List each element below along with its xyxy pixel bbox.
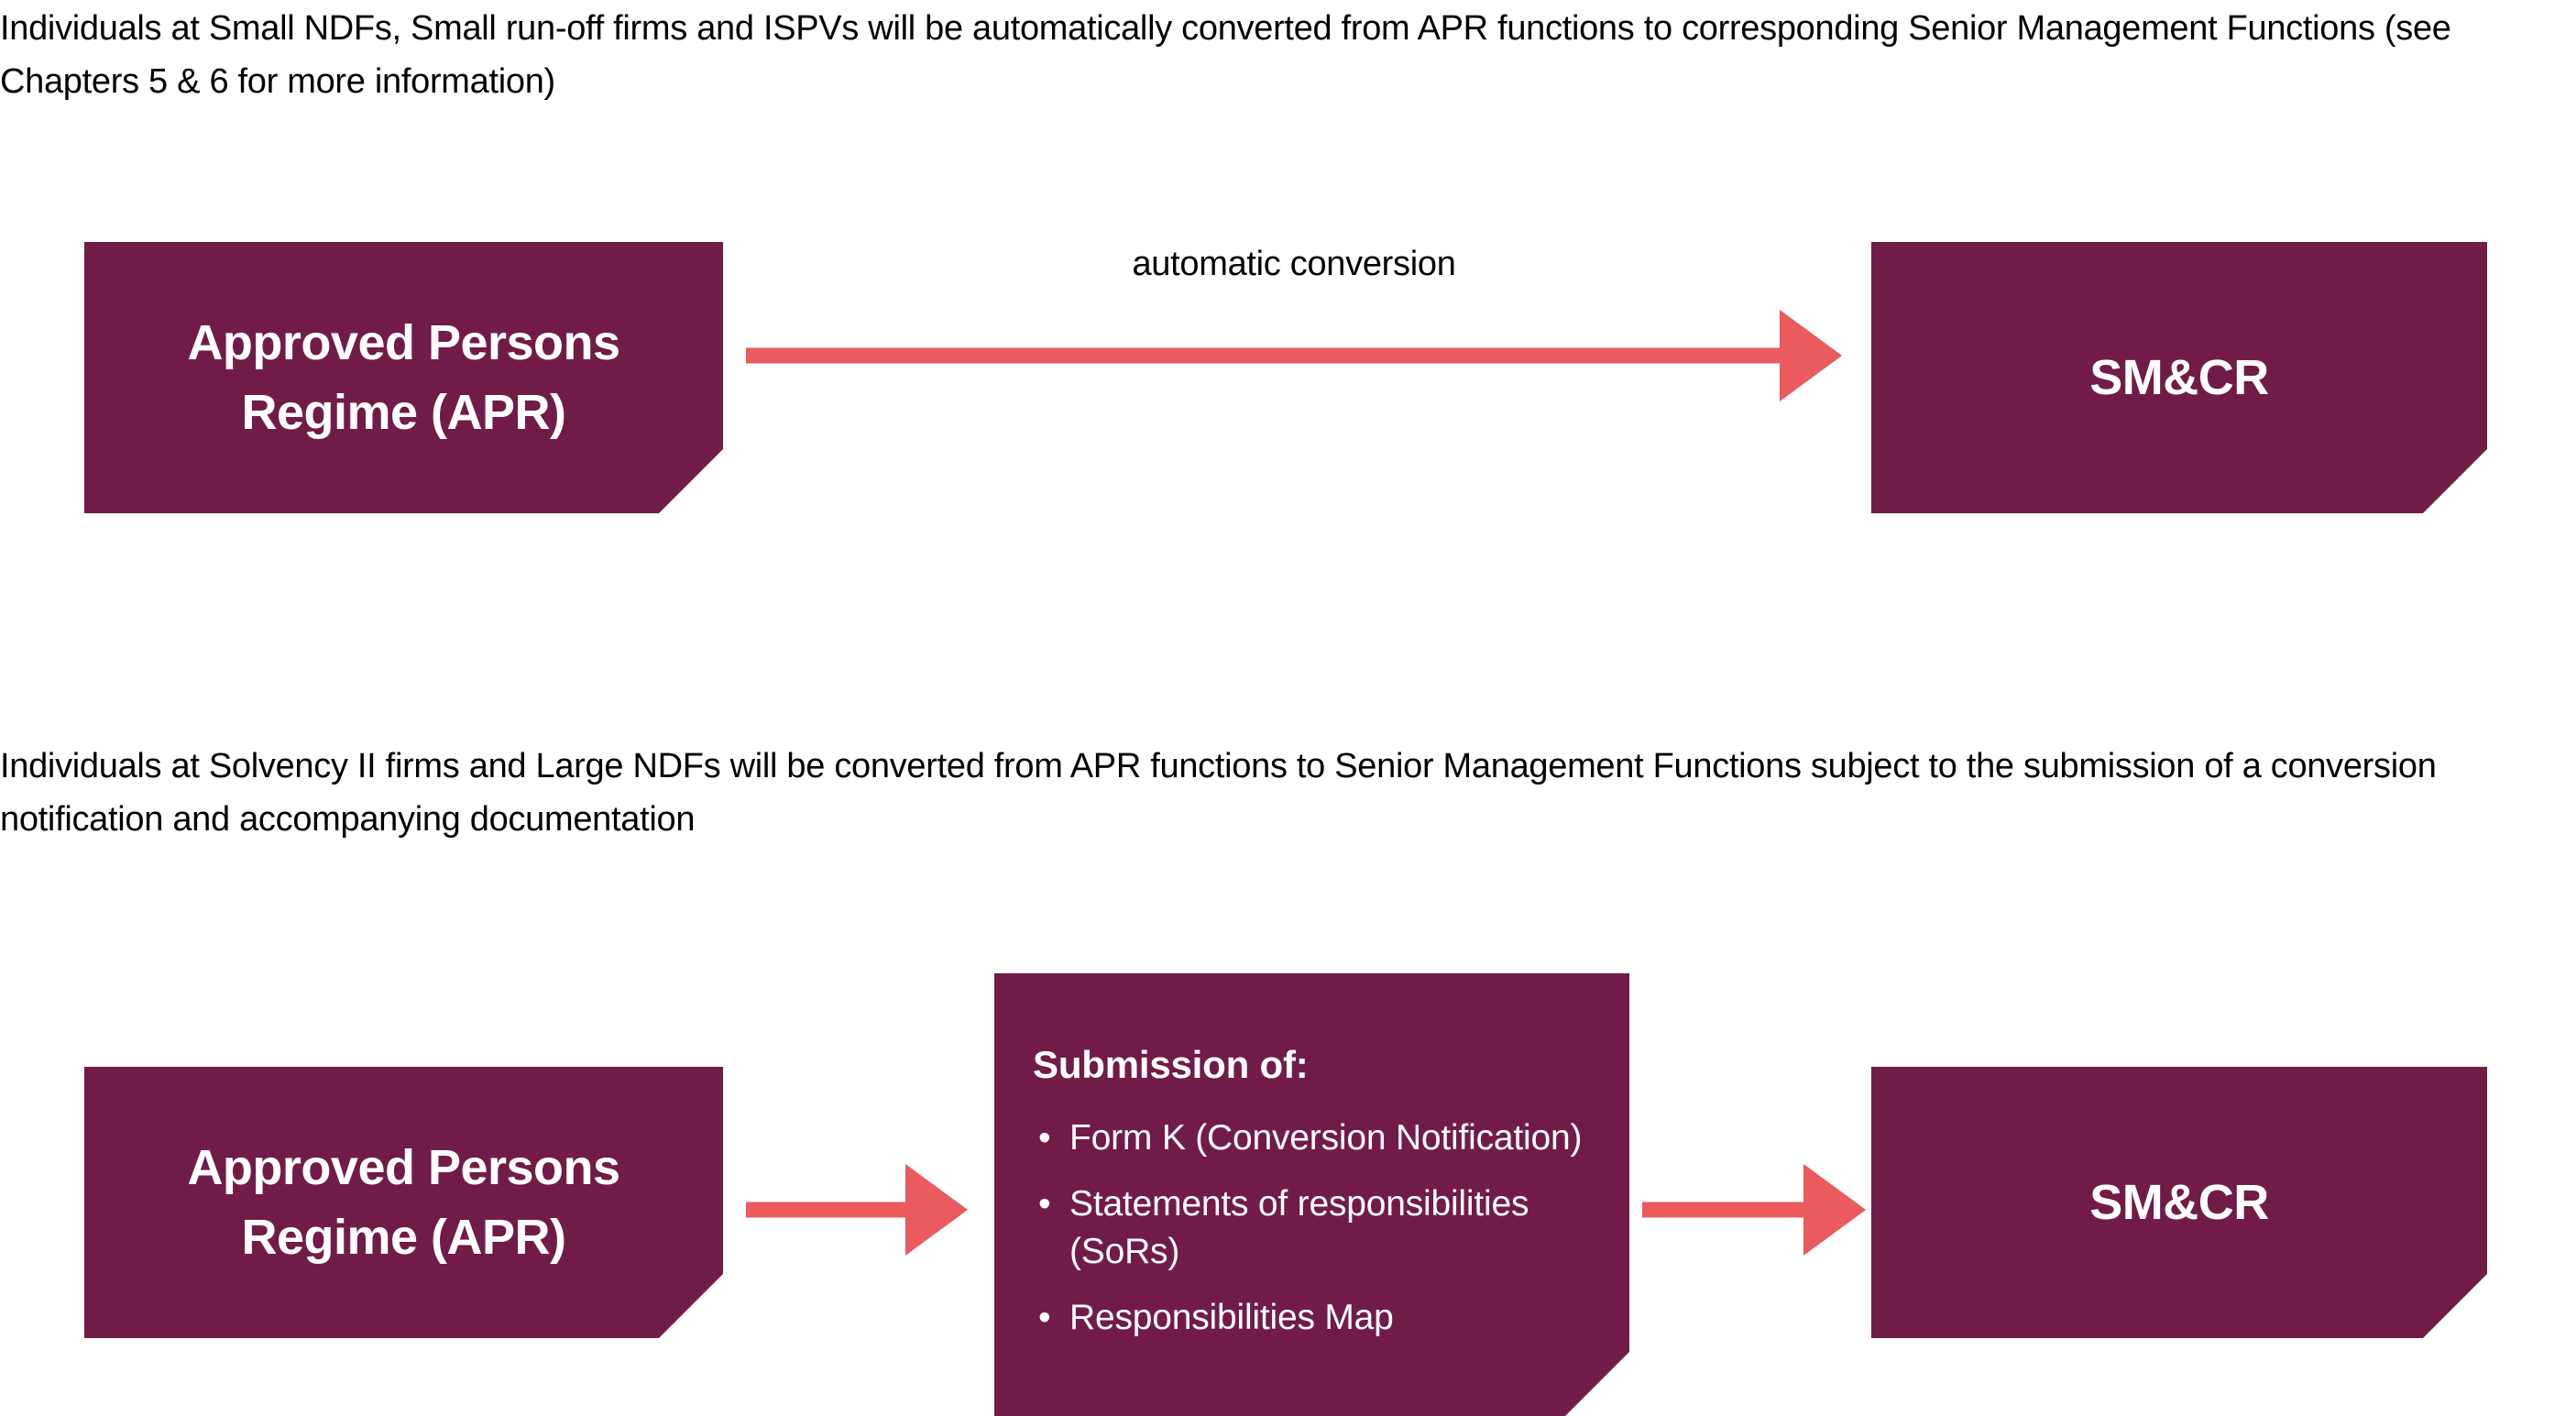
apr-box-bottom-line2: Regime (APR) [241, 1210, 566, 1265]
arrow-shaft [746, 1202, 907, 1218]
list-item: • Form K (Conversion Notification) [1035, 1114, 1596, 1162]
apr-box-top-line1: Approved Persons [187, 315, 620, 370]
list-item: • Responsibilities Map [1035, 1294, 1596, 1342]
list-item: • Statements of responsibilities (SoRs) [1035, 1180, 1596, 1276]
intro-paragraph-top: Individuals at Small NDFs, Small run-off… [0, 9, 2461, 101]
submission-requirements-list: • Form K (Conversion Notification) • Sta… [994, 1114, 1629, 1360]
bullet-icon: • [1038, 1184, 1051, 1224]
intro-paragraph-bottom: Individuals at Solvency II firms and Lar… [0, 747, 2446, 839]
bullet-icon: • [1038, 1298, 1051, 1337]
apr-box-top-line2: Regime (APR) [241, 385, 566, 440]
list-item-label: Statements of responsibilities (SoRs) [1069, 1184, 1529, 1271]
arrow-shaft [1642, 1202, 1805, 1218]
conversion-arrow-top [746, 310, 1842, 401]
bullet-icon: • [1038, 1118, 1051, 1158]
smcr-box-bottom: SM&CR [1871, 1067, 2487, 1338]
smcr-box-bottom-label: SM&CR [2089, 1175, 2269, 1230]
submission-box: Submission of: • Form K (Conversion Noti… [994, 973, 1629, 1416]
arrow-head-icon [1803, 1164, 1866, 1256]
apr-box-bottom: Approved Persons Regime (APR) [84, 1067, 723, 1338]
list-item-label: Responsibilities Map [1069, 1298, 1394, 1337]
arrow-head-icon [1780, 310, 1842, 401]
smcr-box-top-label: SM&CR [2089, 350, 2269, 405]
apr-box-bottom-line1: Approved Persons [187, 1140, 620, 1195]
conversion-arrow-bottom-left [746, 1164, 968, 1256]
arrow-shaft [746, 347, 1781, 364]
apr-box-top: Approved Persons Regime (APR) [84, 242, 723, 513]
list-item-label: Form K (Conversion Notification) [1069, 1118, 1583, 1158]
submission-box-heading: Submission of: [1033, 1043, 1309, 1086]
arrow-head-icon [905, 1164, 968, 1256]
arrow-label-automatic-conversion: automatic conversion [1132, 245, 1456, 283]
conversion-arrow-bottom-right [1642, 1164, 1866, 1256]
smcr-box-top: SM&CR [1871, 242, 2487, 513]
